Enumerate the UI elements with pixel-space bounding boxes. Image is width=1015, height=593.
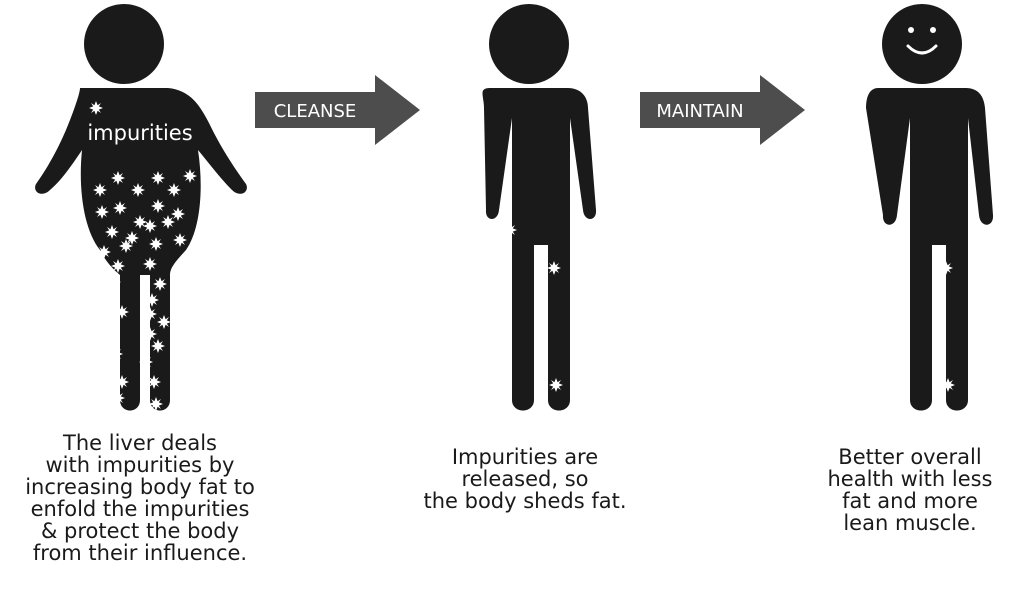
caption-heavy: The liver deals with impurities by incre…: [5, 432, 275, 564]
impurity-star-icon: [103, 331, 117, 345]
impurity-star-icon: [161, 215, 175, 229]
figure-healthy-body: [866, 88, 993, 411]
impurity-star-icon: [145, 293, 159, 307]
figure-shedding: [483, 4, 597, 411]
impurity-star-icon: [111, 259, 125, 273]
impurity-star-icon: [151, 199, 165, 213]
figure-healthy: [866, 4, 993, 411]
impurity-star-icon: [139, 355, 153, 369]
figure-heavy: impurities: [35, 4, 247, 411]
impurity-star-icon: [153, 277, 167, 291]
impurity-star-icon: [151, 339, 165, 353]
impurity-star-icon: [143, 219, 157, 233]
impurity-star-icon: [183, 169, 197, 183]
impurity-star-icon: [143, 327, 157, 341]
impurity-star-icon: [115, 305, 129, 319]
impurity-star-icon: [547, 261, 561, 275]
maintain-arrow: MAINTAIN: [640, 75, 805, 145]
impurities-label: impurities: [87, 121, 192, 145]
impurity-star-icon: [133, 215, 147, 229]
impurity-star-icon: [503, 223, 517, 237]
impurity-star-icon: [101, 295, 115, 309]
impurity-star-icon: [105, 225, 119, 239]
figure-shedding-head: [489, 4, 569, 84]
cleanse-arrow: CLEANSE: [255, 75, 420, 145]
impurity-star-icon: [111, 391, 125, 405]
impurity-star-icon: [941, 378, 955, 392]
figure-shedding-body: [483, 88, 597, 411]
impurity-star-icon: [173, 233, 187, 247]
impurity-star-icon: [97, 311, 111, 325]
figure-healthy-head: [882, 4, 962, 84]
impurity-star-icon: [149, 397, 163, 411]
impurity-star-icon: [107, 275, 121, 289]
impurity-star-icon: [939, 261, 953, 275]
figure-heavy-head: [84, 4, 164, 84]
impurity-star-icon: [498, 328, 512, 342]
impurity-star-icon: [131, 183, 145, 197]
impurity-star-icon: [149, 237, 163, 251]
impurity-star-icon: [157, 315, 171, 329]
impurity-star-icon: [111, 171, 125, 185]
caption-shedding: Impurities are released, so the body she…: [400, 446, 650, 512]
maintain-arrow-label: MAINTAIN: [656, 101, 743, 122]
impurity-star-icon: [113, 201, 127, 215]
impurity-star-icon: [151, 171, 165, 185]
impurity-star-icon: [89, 101, 103, 115]
impurity-star-icon: [97, 245, 111, 259]
impurity-star-icon: [109, 347, 123, 361]
impurity-star-icon: [549, 378, 563, 392]
impurity-star-icon: [143, 257, 157, 271]
impurity-star-icon: [171, 207, 185, 221]
caption-healthy: Better overall health with less fat and …: [810, 446, 1010, 534]
impurity-star-icon: [895, 225, 909, 239]
impurity-star-icon: [167, 183, 181, 197]
impurity-star-icon: [890, 328, 904, 342]
impurity-star-icon: [93, 183, 107, 197]
cleanse-arrow-label: CLEANSE: [274, 101, 357, 122]
impurity-star-icon: [99, 361, 113, 375]
impurity-star-icon: [95, 205, 109, 219]
impurity-star-icon: [119, 239, 133, 253]
impurity-star-icon: [147, 375, 161, 389]
impurity-star-icon: [115, 375, 129, 389]
impurity-star-icon: [143, 307, 157, 321]
